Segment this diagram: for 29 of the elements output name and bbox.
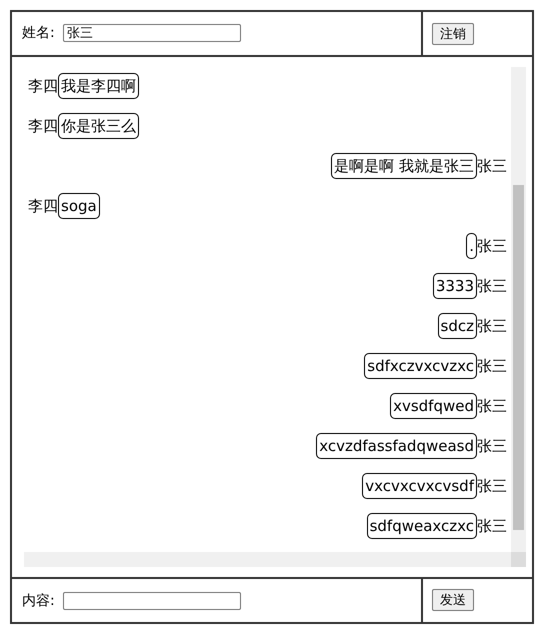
sender-name: 张三 [477,437,507,455]
sender-name: 张三 [477,357,507,375]
sender-name: 张三 [477,237,507,255]
field-label: 姓名: [22,24,55,42]
field-label: 内容: [22,592,55,610]
message-bubble: xcvzdfassfadqweasd [316,433,477,459]
message-bubble: sdfqweaxczxc [366,513,477,539]
message-bubble: sdcz [438,313,477,339]
message-bubble: . [466,233,477,259]
sender-name: 张三 [477,477,507,495]
sender-name: 张三 [477,517,507,535]
sender-name: 张三 [477,157,507,175]
sender-name: 李四 [28,197,58,215]
message-bubble: soga [58,193,100,219]
sender-name: 张三 [477,317,507,335]
logout-button: 注销 [432,23,474,45]
message-bubble: vxcvxcvxcvsdf [362,473,477,499]
sender-name: 李四 [28,77,58,95]
sender-name: 张三 [477,397,507,415]
message-bubble: 我是李四啊 [58,73,139,99]
sender-name: 张三 [477,277,507,295]
send-button: 发送 [432,589,474,611]
message-bubble: xvsdfqwed [390,393,477,419]
message-bubble: sdfxczvxcvzxc [364,353,477,379]
input-field: 张三 [63,24,241,42]
message-bubble: 你是张三么 [58,113,139,139]
message-bubble: 3333 [432,273,477,299]
message-bubble: 是啊是啊 我就是张三 [331,153,477,179]
sender-name: 李四 [28,117,58,135]
